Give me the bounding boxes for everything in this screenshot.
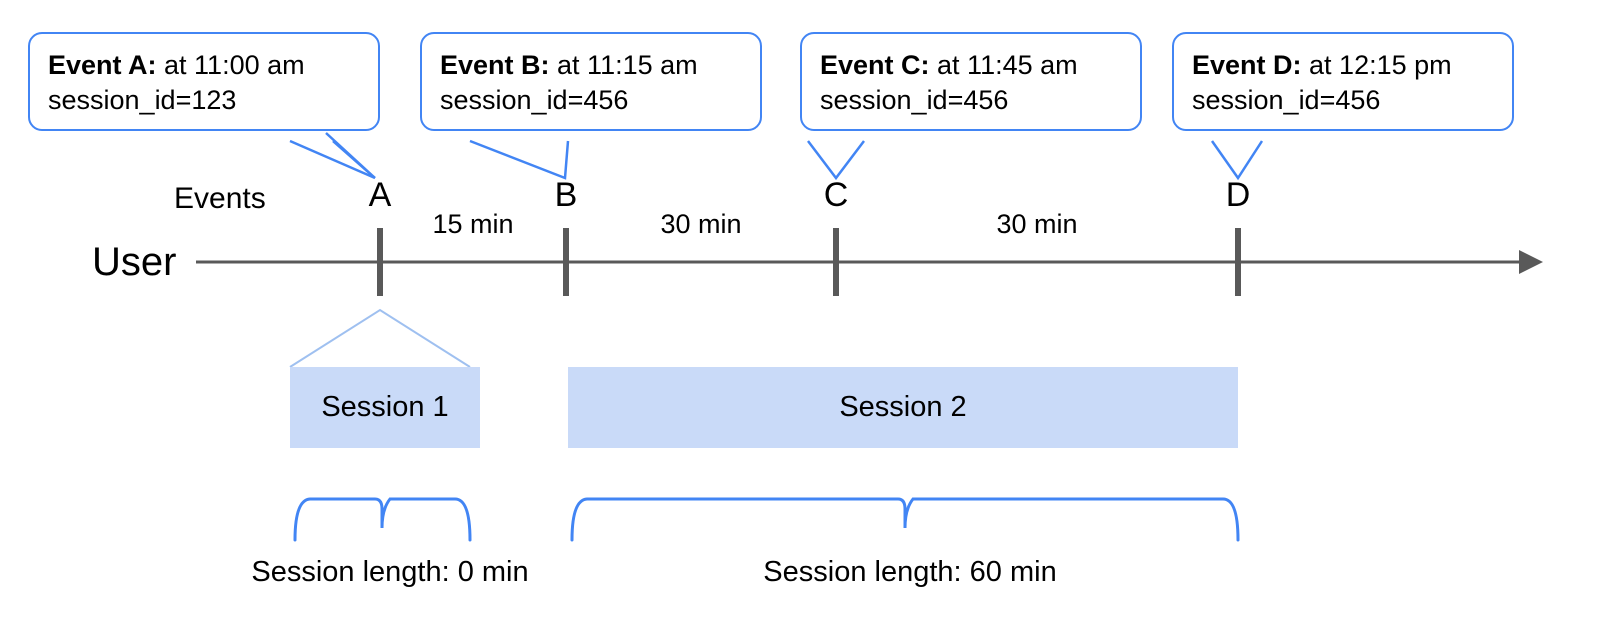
- callout-a-session-id: session_id=123: [48, 84, 237, 115]
- callout-a-line1: Event A: at 11:00 am: [48, 50, 305, 80]
- callout-tail-c: [807, 140, 865, 181]
- callout-tail-a: [325, 132, 376, 179]
- callout-tail-b: [469, 139, 570, 180]
- event-label-c: C: [823, 176, 849, 214]
- callout-tail-d: [1210, 140, 1264, 181]
- callout-event-a: Event A: at 11:00 am session_id=123: [28, 32, 380, 132]
- callout-b-time: at 11:15 am: [549, 50, 698, 80]
- event-label-a: A: [368, 176, 392, 214]
- events-row-label: Events: [174, 182, 266, 215]
- event-label-d: D: [1225, 176, 1251, 214]
- session-bar-1: Session 1: [290, 367, 480, 448]
- callout-d-time: at 12:15 pm: [1301, 50, 1452, 80]
- event-label-b: B: [554, 176, 578, 214]
- callout-b-strong: Event B:: [440, 50, 550, 80]
- callout-c-time: at 11:45 am: [929, 50, 1078, 80]
- session-bar-2: Session 2: [568, 367, 1238, 448]
- callout-d-line1: Event D: at 12:15 pm: [1192, 50, 1452, 80]
- session-bar-2-label: Session 2: [839, 391, 967, 423]
- user-row-label: User: [92, 240, 177, 284]
- callout-c-session-id: session_id=456: [820, 84, 1009, 115]
- callout-a-strong: Event A:: [48, 50, 157, 80]
- callout-event-b: Event B: at 11:15 am session_id=456: [420, 32, 762, 132]
- session-1-brace: [293, 497, 472, 542]
- callout-c-line1: Event C: at 11:45 am: [820, 50, 1078, 80]
- session-2-brace: [570, 497, 1240, 542]
- session-1-leader: [289, 308, 471, 368]
- session-1-length-label: Session length: 0 min: [251, 556, 529, 588]
- callout-event-d: Event D: at 12:15 pm session_id=456: [1172, 32, 1514, 132]
- callout-event-c: Event C: at 11:45 am session_id=456: [800, 32, 1142, 132]
- gap-label-a-b: 15 min: [432, 209, 514, 239]
- callout-d-strong: Event D:: [1192, 50, 1302, 80]
- callout-a-time: at 11:00 am: [156, 50, 305, 80]
- session-bar-1-label: Session 1: [321, 391, 449, 423]
- callout-c-strong: Event C:: [820, 50, 930, 80]
- session-2-length-label: Session length: 60 min: [763, 556, 1057, 588]
- callout-b-line1: Event B: at 11:15 am: [440, 50, 698, 80]
- callout-d-session-id: session_id=456: [1192, 84, 1381, 115]
- callout-b-session-id: session_id=456: [440, 84, 629, 115]
- gap-label-b-c: 30 min: [660, 209, 742, 239]
- gap-label-c-d: 30 min: [996, 209, 1078, 239]
- callout-tail-a-left: [289, 139, 376, 180]
